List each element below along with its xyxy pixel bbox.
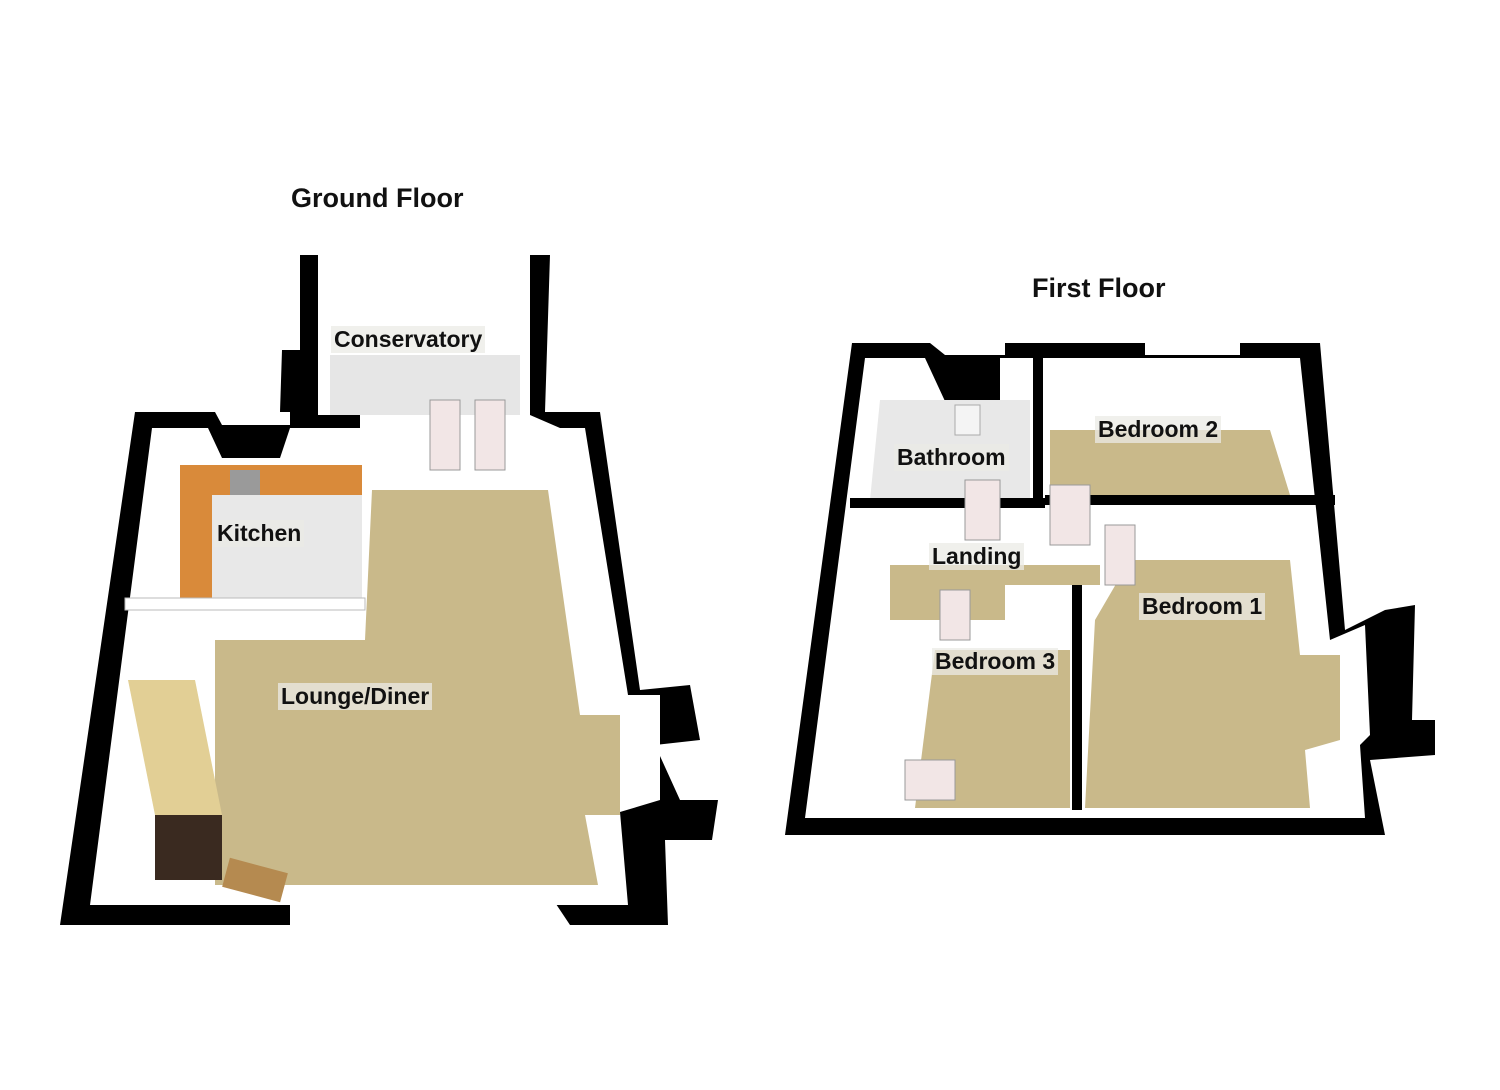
wall-kitchen-divider [124, 597, 366, 611]
conservatory-floor [330, 355, 520, 415]
door-icon [429, 399, 461, 471]
room-label-bedroom-1: Bedroom 1 [1139, 593, 1266, 620]
room-label-bedroom-2: Bedroom 2 [1095, 416, 1222, 443]
door-icon [904, 759, 956, 801]
ground-floor-title: Ground Floor [291, 183, 464, 213]
door-icon [1104, 524, 1136, 586]
room-label-conservatory: Conservatory [331, 326, 486, 353]
room-label-landing: Landing [929, 543, 1025, 570]
door-icon [1049, 484, 1091, 546]
toilet-icon [954, 404, 981, 436]
room-label-lounge-diner: Lounge/Diner [278, 683, 433, 710]
door-icon [964, 479, 1001, 541]
front-door-mat [222, 857, 288, 903]
room-label-kitchen: Kitchen [214, 520, 305, 547]
sink-icon [230, 470, 260, 495]
wall-bathroom-divider [850, 498, 1045, 508]
wall-bathroom-right [1033, 345, 1043, 505]
ground-floor-plan [60, 255, 718, 925]
bedroom-2-floor [1050, 430, 1290, 495]
door-icon [939, 589, 971, 641]
staircase [128, 680, 222, 815]
door-icon [474, 399, 506, 471]
room-label-bedroom-3: Bedroom 3 [932, 648, 1059, 675]
kitchen-worktop [180, 465, 362, 600]
room-label-bathroom: Bathroom [894, 444, 1009, 471]
stair-carpet [155, 815, 222, 880]
first-floor-title: First Floor [1032, 273, 1166, 303]
bedroom-1-floor [1085, 560, 1340, 808]
wall-bedroom2-bottom [1045, 495, 1335, 505]
wall-bedroom-divider [1072, 585, 1082, 810]
